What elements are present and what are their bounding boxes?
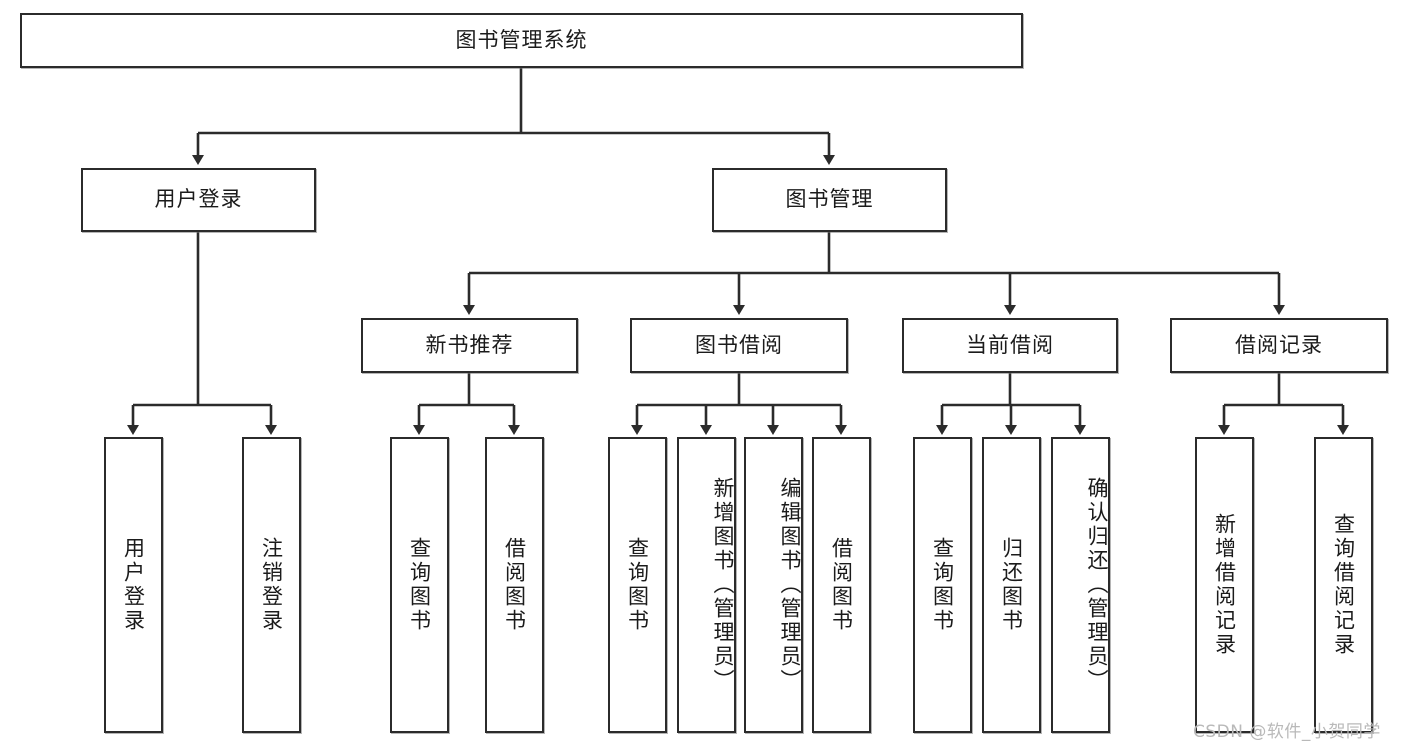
node-book-management[interactable]: 图书管理 <box>712 168 947 232</box>
leaf-user-login-login[interactable]: 用户登录 <box>104 437 163 733</box>
leaf-book-borrow-edit-book[interactable]: 编辑图书（管理员） <box>744 437 803 733</box>
leaf-current-borrow-return-book[interactable]: 归还图书 <box>982 437 1041 733</box>
leaf-borrow-record-query-record[interactable]: 查询借阅记录 <box>1314 437 1373 733</box>
node-user-login[interactable]: 用户登录 <box>81 168 316 232</box>
node-root-system[interactable]: 图书管理系统 <box>20 13 1023 68</box>
leaf-user-login-logout[interactable]: 注销登录 <box>242 437 301 733</box>
leaf-new-book-query-book[interactable]: 查询图书 <box>390 437 449 733</box>
node-new-book-recommend[interactable]: 新书推荐 <box>361 318 578 373</box>
leaf-book-borrow-borrow-book[interactable]: 借阅图书 <box>812 437 871 733</box>
csdn-watermark: CSDN @软件_小贺同学 <box>1193 722 1381 742</box>
node-current-borrow[interactable]: 当前借阅 <box>902 318 1118 373</box>
node-book-borrow[interactable]: 图书借阅 <box>630 318 848 373</box>
leaf-book-borrow-add-book[interactable]: 新增图书（管理员） <box>677 437 736 733</box>
leaf-book-borrow-query-book[interactable]: 查询图书 <box>608 437 667 733</box>
leaf-new-book-borrow-book[interactable]: 借阅图书 <box>485 437 544 733</box>
leaf-borrow-record-add-record[interactable]: 新增借阅记录 <box>1195 437 1254 733</box>
leaf-current-borrow-query-book[interactable]: 查询图书 <box>913 437 972 733</box>
node-borrow-record[interactable]: 借阅记录 <box>1170 318 1388 373</box>
leaf-current-borrow-confirm-return[interactable]: 确认归还（管理员） <box>1051 437 1110 733</box>
